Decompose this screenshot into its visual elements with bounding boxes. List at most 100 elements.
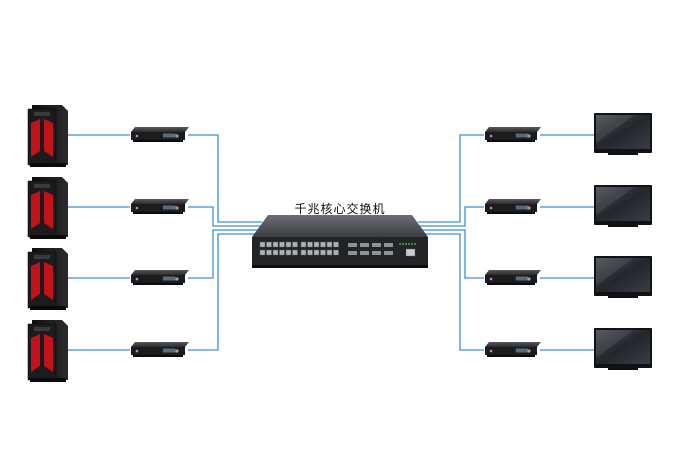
- ethernet-port: [272, 249, 279, 256]
- box-display: [162, 276, 176, 281]
- link-switch-decoder: [418, 233, 484, 351]
- box-display: [162, 205, 176, 210]
- box-knob: [135, 134, 139, 138]
- box-top: [485, 342, 541, 347]
- ethernet-port: [326, 249, 333, 256]
- box-feet: [487, 212, 535, 214]
- box-display: [162, 133, 176, 138]
- monitor-glare: [596, 187, 634, 215]
- tower-pc-icon: [27, 248, 68, 310]
- monitor-stand: [608, 225, 638, 227]
- link-encoder-switch: [188, 134, 262, 223]
- pc-led-strip: [31, 119, 40, 157]
- monitor-display-icon: [594, 185, 652, 227]
- pc-led-strip: [31, 262, 40, 300]
- box-knob: [527, 349, 531, 353]
- monitor-stand: [608, 296, 638, 298]
- ethernet-port: [313, 241, 320, 248]
- box-display: [515, 276, 529, 281]
- box-knob: [135, 277, 139, 281]
- ethernet-port: [285, 249, 292, 256]
- box-front: [131, 347, 185, 355]
- encoder-box-icon: [131, 342, 189, 357]
- box-feet: [487, 283, 535, 285]
- monitor-glare: [596, 258, 634, 286]
- box-feet: [133, 355, 183, 357]
- box-feet: [133, 283, 183, 285]
- link-switch-decoder: [418, 229, 484, 279]
- monitor-screen: [596, 187, 650, 221]
- sfp-port: [384, 243, 393, 247]
- box-knob: [135, 349, 139, 353]
- display-monitors: [594, 113, 652, 370]
- status-led: [408, 243, 410, 245]
- pc-base: [30, 378, 66, 382]
- core-switch: [252, 215, 428, 268]
- box-display: [162, 348, 176, 353]
- encoder-box-icon: [131, 199, 189, 214]
- box-knob: [489, 277, 493, 281]
- decoder-box-icon: [485, 270, 541, 285]
- box-front: [131, 204, 185, 212]
- monitor-screen: [596, 258, 650, 292]
- ethernet-port: [266, 249, 272, 256]
- switch-chassis: [252, 215, 428, 268]
- switch-front: [252, 237, 428, 265]
- link-switch-decoder: [418, 206, 484, 227]
- monitor-display-icon: [594, 328, 652, 370]
- box-top: [485, 127, 541, 132]
- sfp-port: [360, 251, 369, 255]
- pc-drive-bay: [34, 327, 50, 331]
- box-front: [131, 132, 185, 140]
- link-switch-decoder: [418, 134, 484, 223]
- pc-base: [30, 163, 66, 167]
- ethernet-port: [266, 241, 272, 248]
- box-feet: [487, 140, 535, 142]
- ethernet-port: [333, 249, 339, 256]
- pc-led-strip: [44, 262, 53, 300]
- ethernet-port: [320, 241, 326, 248]
- box-knob: [527, 134, 531, 138]
- monitor-glare: [596, 330, 634, 358]
- box-front: [485, 204, 537, 212]
- status-led: [411, 243, 413, 245]
- pc-led-strip: [31, 334, 40, 372]
- decoder-box-icon: [485, 199, 541, 214]
- monitor-glare: [596, 115, 634, 143]
- monitor-stand: [608, 368, 638, 370]
- status-led: [399, 243, 401, 245]
- box-front: [485, 132, 537, 140]
- encoder-box-icon: [131, 270, 189, 285]
- tower-pc-icon: [27, 177, 68, 239]
- switch-title: 千兆核心交换机: [294, 202, 386, 216]
- box-display: [515, 205, 529, 210]
- box-feet: [133, 212, 183, 214]
- pc-drive-bay: [34, 112, 50, 116]
- console-port: [405, 248, 416, 257]
- status-led: [414, 243, 416, 245]
- ethernet-port: [279, 249, 285, 256]
- pc-drive-bay: [34, 184, 50, 188]
- ethernet-port: [326, 241, 333, 248]
- ethernet-port: [259, 241, 266, 248]
- encoder-box-icon: [131, 127, 189, 142]
- status-led: [402, 243, 404, 245]
- decoder-box-icon: [485, 342, 541, 357]
- box-front: [485, 275, 537, 283]
- box-top: [131, 342, 189, 347]
- network-links: [68, 134, 598, 351]
- switch-base: [252, 265, 428, 268]
- ethernet-port: [292, 249, 298, 256]
- box-knob: [175, 349, 179, 353]
- link-encoder-switch: [188, 206, 262, 227]
- box-display: [515, 348, 529, 353]
- tower-pc-icon: [27, 105, 68, 167]
- box-top: [131, 270, 189, 275]
- sfp-port: [360, 243, 369, 247]
- box-knob: [527, 277, 531, 281]
- ethernet-port: [259, 249, 266, 256]
- box-knob: [489, 349, 493, 353]
- ethernet-port: [300, 241, 307, 248]
